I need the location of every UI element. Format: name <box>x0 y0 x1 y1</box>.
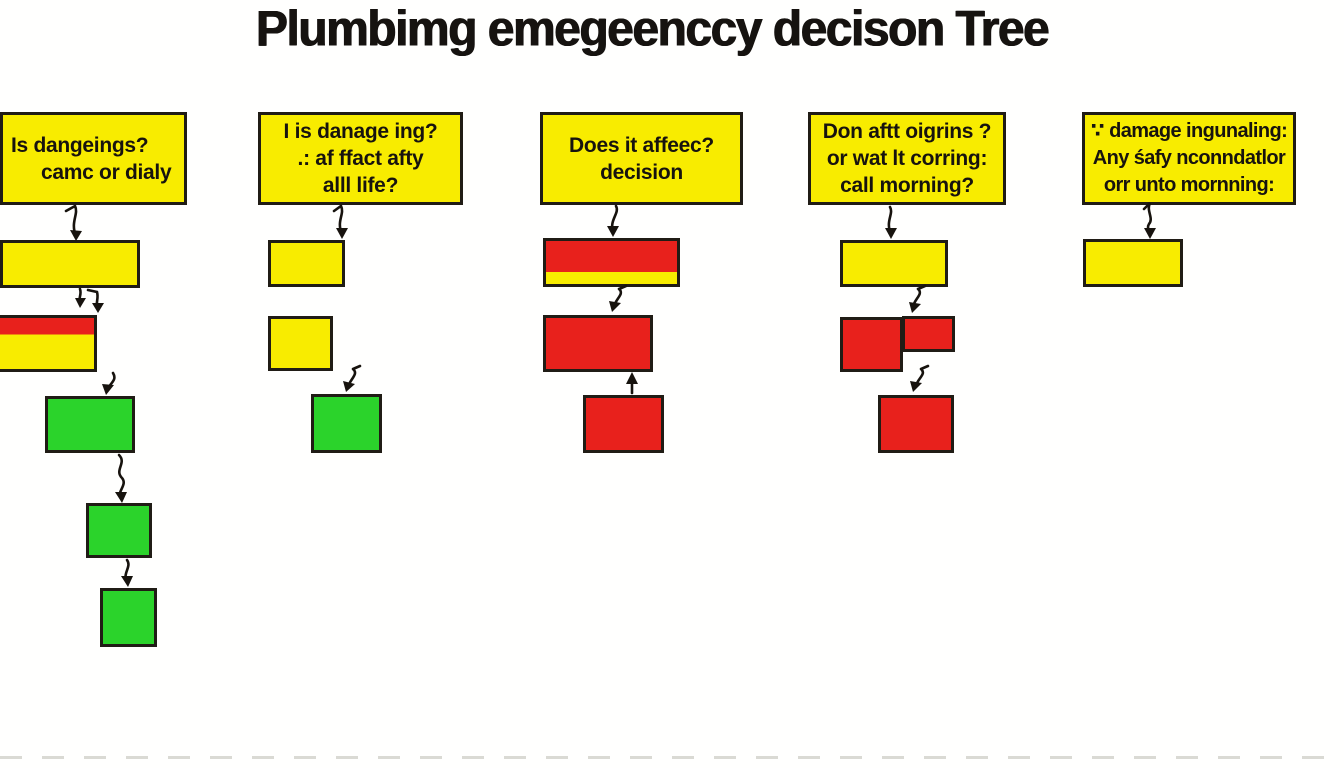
flow-node <box>902 316 955 352</box>
arrow-col1-q-to-n1 <box>64 204 82 241</box>
question-box-2: I is danage ing? .: af ffact afty alll l… <box>258 112 463 205</box>
arrow-col1-n1-to-n2-right <box>86 288 104 313</box>
question-line: Any śafy nconndatlor <box>1092 147 1286 169</box>
flow-node <box>878 395 954 453</box>
question-line: Is dangeings? <box>11 133 149 157</box>
arrow-col2-q-to-n1 <box>332 204 348 239</box>
arrow-col5-q-to-n1 <box>1142 202 1156 239</box>
question-box-4: Don aftt oigrins ? or wat lt corring: ca… <box>808 112 1006 205</box>
question-line: alll life? <box>322 174 399 197</box>
arrow-col4-n2-to-n3 <box>910 364 930 392</box>
question-box-3: Does it affeec? decision <box>540 112 743 205</box>
flow-node <box>840 240 948 287</box>
bottom-artifact-line <box>0 756 1344 759</box>
question-line: Does it affeec? <box>569 133 714 157</box>
arrow-col3-n3-to-n2-up <box>626 372 638 395</box>
arrow-col4-q-to-n1 <box>885 205 897 239</box>
flow-node <box>0 315 97 372</box>
question-line: decision <box>600 160 683 184</box>
arrow-col1-n3-to-n4 <box>115 453 127 503</box>
flow-node <box>840 317 903 372</box>
question-line: .: af ffact afty <box>297 147 424 170</box>
question-line: camc or dialy <box>41 160 172 184</box>
flow-node <box>543 315 653 372</box>
page-title: Plumbimg emegeenccy decison Tree <box>255 1 1050 58</box>
arrow-col1-n2-to-n3 <box>102 371 116 395</box>
arrow-col4-n1-to-n2 <box>909 284 927 313</box>
flow-node <box>1083 239 1183 287</box>
question-line: or wat lt corring: <box>826 147 988 170</box>
arrow-col2-n2-to-n3 <box>343 364 362 392</box>
arrow-col3-n1-to-n2 <box>609 284 628 312</box>
arrow-col1-n1-to-n2-left <box>75 287 86 308</box>
flow-node <box>100 588 157 647</box>
flow-node <box>583 395 664 453</box>
question-line: ∵ damage ingunaling: <box>1090 120 1288 142</box>
question-line: Don aftt oigrins ? <box>822 120 992 143</box>
arrow-col1-n4-to-n5 <box>121 558 133 587</box>
flow-node <box>268 316 333 371</box>
flow-node <box>268 240 345 287</box>
arrow-col3-q-to-n1 <box>607 204 619 237</box>
question-line: orr unto mornning: <box>1103 174 1275 196</box>
question-box-1: Is dangeings? camc or dialy <box>0 112 187 205</box>
flow-node <box>45 396 135 453</box>
question-line: call morning? <box>840 174 974 197</box>
flow-node <box>311 394 382 453</box>
flow-node <box>0 240 140 288</box>
flow-node <box>86 503 152 558</box>
flow-node <box>543 238 680 287</box>
question-box-5: ∵ damage ingunaling: Any śafy nconndatlo… <box>1082 112 1296 205</box>
question-line: I is danage ing? <box>283 120 438 143</box>
